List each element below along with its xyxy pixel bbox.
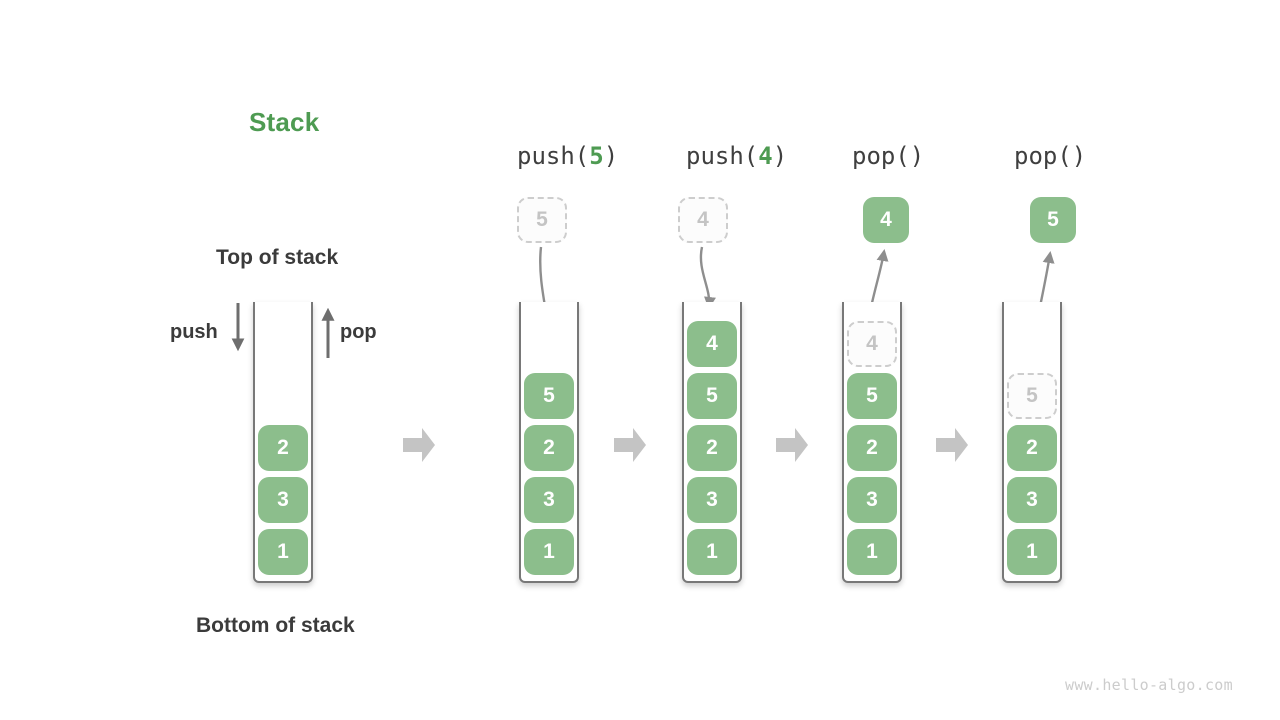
incoming-element-ghost: 4 [678, 197, 728, 243]
diagram-title: Stack [249, 107, 320, 137]
stage-transition-arrow-3 [776, 428, 808, 462]
stack-element: 5 [524, 373, 574, 419]
popped-element: 5 [1030, 197, 1076, 243]
stack-element: 3 [258, 477, 308, 523]
stage-transition-arrow-1 [403, 428, 435, 462]
op-suffix: ) [772, 142, 788, 170]
op-suffix: ) [603, 142, 619, 170]
push-label: push [170, 321, 218, 343]
push-4-arrow [699, 246, 716, 309]
stack-element: 1 [847, 529, 897, 575]
popped-element: 4 [863, 197, 909, 243]
stack-element: 1 [1007, 529, 1057, 575]
incoming-element-ghost: 5 [517, 197, 567, 243]
stack-element: 4 [687, 321, 737, 367]
bottom-of-stack-label: Bottom of stack [196, 614, 355, 637]
stack-element: 3 [687, 477, 737, 523]
top-of-stack-label: Top of stack [216, 246, 339, 269]
stack-element: 3 [524, 477, 574, 523]
stack-element-ghost: 5 [1007, 373, 1057, 419]
op-prefix: push( [686, 142, 759, 170]
stack-element: 1 [524, 529, 574, 575]
stage-transition-arrow-4 [936, 428, 968, 462]
stack-element: 3 [847, 477, 897, 523]
watermark: www.hello-algo.com [1065, 676, 1233, 694]
stack-element: 2 [687, 425, 737, 471]
pop-label: pop [340, 321, 377, 343]
op-arg: 5 [589, 142, 604, 170]
stack-element: 2 [258, 425, 308, 471]
stack-element: 1 [687, 529, 737, 575]
stack-element-ghost: 4 [847, 321, 897, 367]
stack-element: 3 [1007, 477, 1057, 523]
stack-element: 5 [847, 373, 897, 419]
stack-element: 2 [1007, 425, 1057, 471]
op-suffix: ) [909, 142, 925, 170]
op-prefix: pop( [852, 142, 910, 170]
operation-label-pop-1: pop() [852, 142, 924, 170]
operation-label-push-4: push(4) [686, 142, 787, 170]
op-prefix: pop( [1014, 142, 1072, 170]
op-arg: 4 [758, 142, 773, 170]
operation-label-push-5: push(5) [517, 142, 618, 170]
stack-element: 2 [847, 425, 897, 471]
stack-element: 2 [524, 425, 574, 471]
operation-label-pop-2: pop() [1014, 142, 1086, 170]
stage-transition-arrow-2 [614, 428, 646, 462]
stack-element: 1 [258, 529, 308, 575]
stack-element: 5 [687, 373, 737, 419]
op-suffix: ) [1071, 142, 1087, 170]
op-prefix: push( [517, 142, 590, 170]
